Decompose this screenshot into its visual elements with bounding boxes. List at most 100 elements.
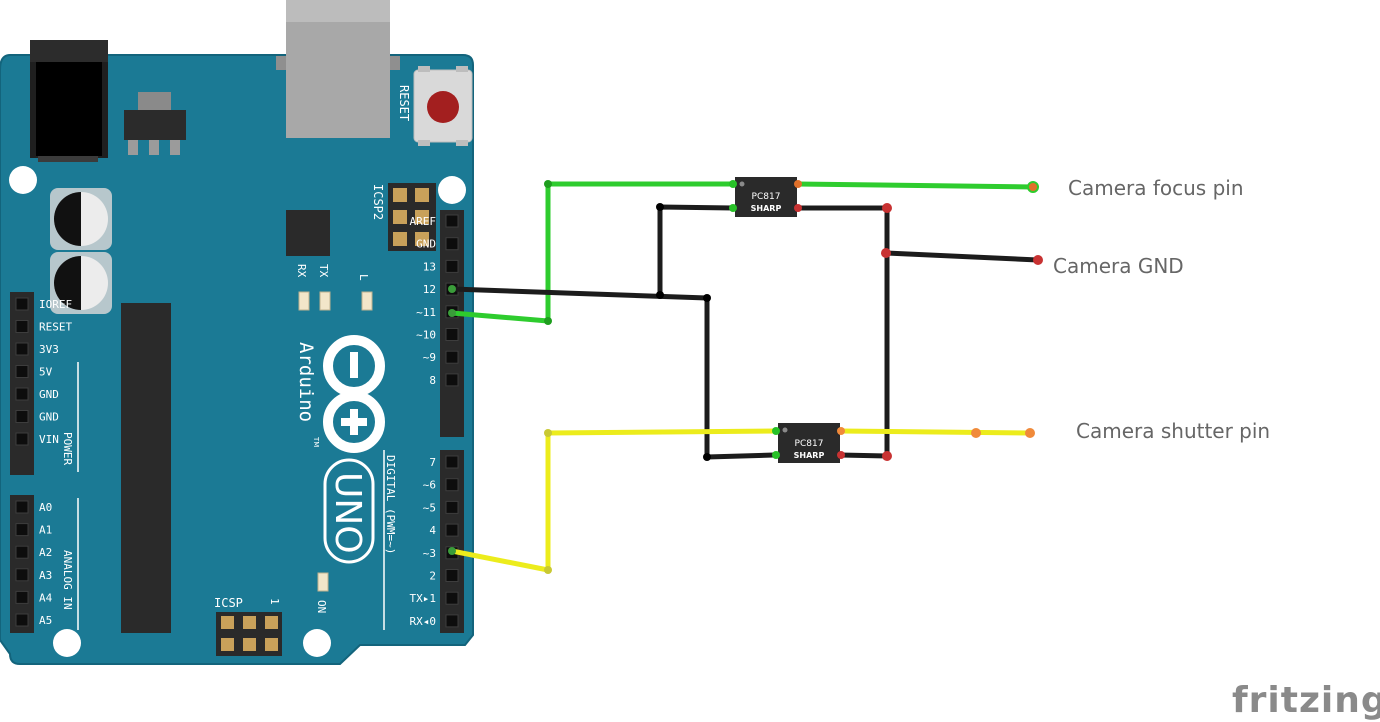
- header-pin[interactable]: [445, 259, 459, 273]
- capacitor: [50, 252, 112, 314]
- wire-black-emitter2[interactable]: [837, 452, 890, 459]
- on-led: [317, 572, 329, 592]
- icsp-pin1-label: 1: [268, 598, 281, 605]
- icsp2-header: [388, 183, 436, 251]
- header-pin[interactable]: [445, 328, 459, 341]
- header-pin[interactable]: [15, 410, 29, 423]
- reset-button[interactable]: [413, 66, 473, 146]
- pin-label: ~3: [423, 547, 436, 560]
- uno-badge: UNO: [323, 458, 375, 564]
- pin-label: RX◂0: [410, 615, 437, 628]
- pin-label: ~6: [423, 479, 436, 492]
- camera-shutter-label: Camera shutter pin: [1076, 419, 1270, 443]
- icsp-header: [216, 612, 282, 656]
- header-pin[interactable]: [15, 613, 29, 627]
- header-pin[interactable]: [445, 478, 459, 492]
- optocoupler-2-maker: SHARP: [794, 451, 825, 460]
- header-pin[interactable]: [445, 350, 459, 364]
- optocoupler-2-model: PC817: [795, 439, 824, 449]
- rx-led: [298, 291, 310, 311]
- pin-label: ~10: [416, 329, 436, 342]
- mounting-hole: [9, 166, 37, 194]
- pin-label: AREF: [410, 215, 437, 228]
- header-pin[interactable]: [15, 545, 29, 559]
- camera-gnd-label: Camera GND: [1053, 254, 1184, 278]
- header-pin[interactable]: [15, 568, 29, 582]
- pin-label: 3V3: [39, 343, 59, 356]
- arduino-uno-board: RESET ICSP2 RX TX L: [0, 0, 474, 665]
- arduino-logo: [323, 335, 385, 453]
- pin-label: 4: [429, 524, 436, 537]
- wire-green-pin13[interactable]: [449, 181, 738, 324]
- header-pin[interactable]: [445, 523, 459, 537]
- header-pin[interactable]: [445, 214, 459, 228]
- wire-yellow-pin3[interactable]: [449, 428, 779, 573]
- camera-focus-label: Camera focus pin: [1068, 176, 1244, 200]
- header-pin[interactable]: [15, 590, 29, 604]
- pin-label: GND: [39, 388, 59, 401]
- l-led: [361, 291, 373, 311]
- brand-label: Arduino: [295, 342, 317, 422]
- header-pin[interactable]: [15, 523, 29, 537]
- mounting-hole: [303, 629, 331, 657]
- pin-label: A3: [39, 569, 52, 582]
- pin-label: ~5: [423, 501, 436, 514]
- header-pin[interactable]: [15, 387, 29, 401]
- header-pin[interactable]: [15, 365, 29, 378]
- icsp-label: ICSP: [214, 596, 243, 610]
- l-label: L: [357, 274, 370, 281]
- pin-label: VIN: [39, 433, 59, 446]
- pin-label: RESET: [39, 321, 72, 334]
- header-pin[interactable]: [445, 237, 459, 251]
- wire-black-cathode1[interactable]: [657, 204, 736, 298]
- wire-black-camera-gnd[interactable]: [883, 250, 1041, 263]
- pin-label: 2: [429, 570, 436, 583]
- header-pin[interactable]: [15, 297, 29, 311]
- header-pin[interactable]: [445, 591, 459, 605]
- pin-label: A1: [39, 524, 52, 537]
- optocoupler-1[interactable]: PC817 SHARP: [729, 177, 802, 217]
- board-pcb: [0, 54, 474, 665]
- digital-header-bottom: [440, 450, 464, 633]
- wire-yellow-shutter[interactable]: [837, 428, 1033, 436]
- tx-label: TX: [317, 264, 330, 278]
- header-pin[interactable]: [445, 614, 459, 628]
- voltage-regulator: [124, 92, 186, 155]
- pin-label: 5V: [39, 366, 53, 379]
- atmega-chip: [121, 303, 171, 633]
- mounting-hole: [53, 629, 81, 657]
- header-pin[interactable]: [15, 500, 29, 514]
- tx-led: [319, 291, 331, 311]
- analog-caption: ANALOG IN: [61, 550, 74, 610]
- header-pin[interactable]: [445, 500, 459, 514]
- header-pin[interactable]: [445, 569, 459, 582]
- pin-label: IOREF: [39, 298, 72, 311]
- wire-black-emitter1[interactable]: [794, 205, 890, 458]
- analog-header: [10, 495, 34, 633]
- pin-label: A5: [39, 614, 52, 627]
- optocoupler-1-model: PC817: [752, 192, 781, 202]
- header-pin[interactable]: [445, 373, 459, 387]
- header-pin[interactable]: [15, 342, 29, 356]
- wire-black-gnd[interactable]: [449, 286, 777, 460]
- pin-label: 12: [423, 283, 436, 296]
- icsp2-label: ICSP2: [371, 184, 385, 220]
- header-pin[interactable]: [445, 455, 459, 469]
- digital-caption: DIGITAL (PWM=~): [384, 455, 397, 554]
- header-pin[interactable]: [15, 320, 29, 333]
- reset-button-cap[interactable]: [427, 91, 459, 123]
- pin-label: TX▸1: [410, 592, 437, 605]
- pin-label: A2: [39, 546, 52, 559]
- wires: [449, 181, 1041, 573]
- optocoupler-2[interactable]: PC817 SHARP: [772, 423, 845, 463]
- pin-label: GND: [39, 411, 59, 424]
- pin-label: 13: [423, 260, 436, 273]
- tm-label: TM: [312, 436, 320, 447]
- pin-label: A0: [39, 501, 52, 514]
- wire-green-focus[interactable]: [794, 181, 1036, 190]
- power-header: [10, 292, 34, 475]
- pin-label: GND: [416, 238, 436, 251]
- pin-labels: AREFGND1312~11~10~987~6~54~32TX▸1RX◂0IOR…: [39, 215, 436, 628]
- header-pin[interactable]: [15, 432, 29, 446]
